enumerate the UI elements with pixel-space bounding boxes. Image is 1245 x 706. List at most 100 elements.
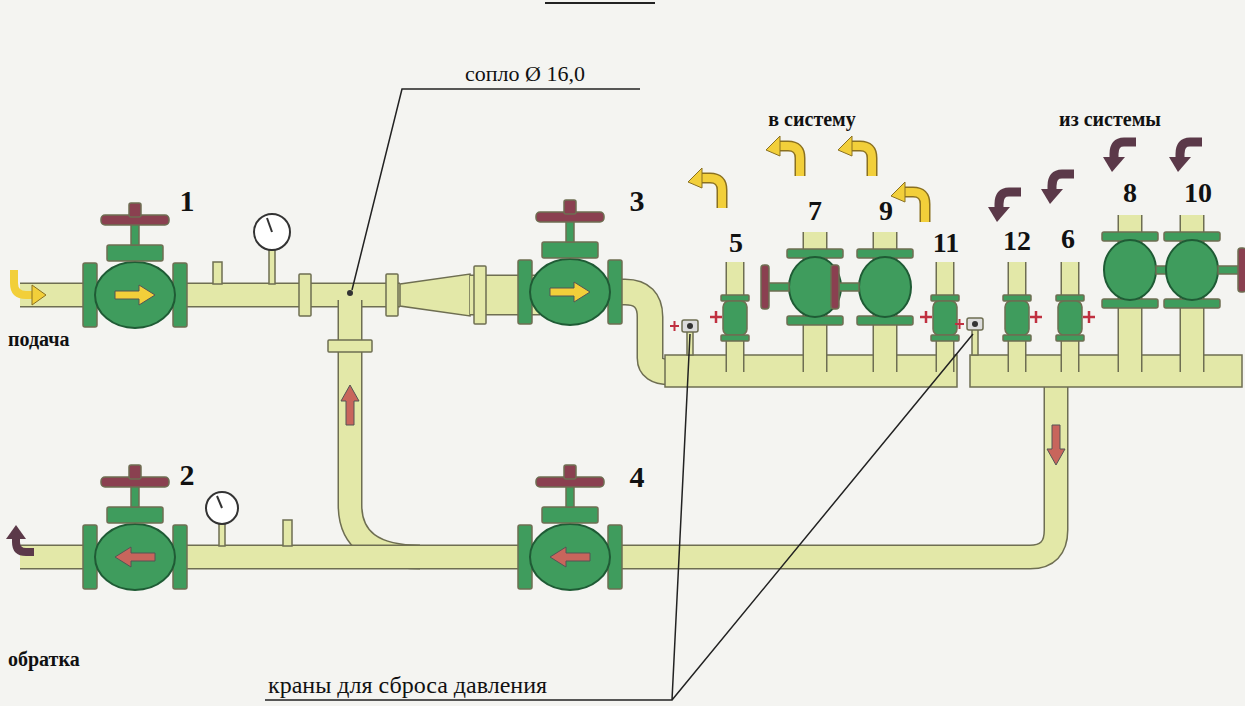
callout-number: 9: [879, 196, 893, 227]
pipe-outline: [350, 300, 420, 557]
flow-arrow: [1047, 425, 1065, 465]
flow-arrow: [702, 178, 722, 208]
release-cock: [967, 318, 983, 330]
flow-arrow: [550, 547, 590, 567]
valve-body: [933, 301, 957, 335]
reducer: [400, 274, 470, 316]
valve-bonnet: [542, 242, 598, 258]
valve-stem: [566, 220, 574, 242]
pipe: [350, 300, 420, 557]
valve-collar: [1003, 295, 1031, 301]
outlet-arrow: [16, 538, 34, 552]
leader-line: [265, 334, 973, 700]
test-stub: [213, 262, 222, 284]
valve-bonnet: [107, 507, 163, 523]
valve-collar: [1003, 335, 1031, 341]
valve-handle: [1083, 311, 1095, 323]
handwheel-knob: [129, 203, 141, 217]
valve-body: [1005, 301, 1029, 335]
nozzle-point: [347, 290, 353, 296]
callout-number: 10: [1184, 178, 1212, 209]
callout-number: 5: [729, 228, 743, 259]
pipe-flange: [386, 274, 398, 316]
callout-number: 1: [180, 184, 195, 217]
valve-stem: [566, 485, 574, 507]
flow-arrow-head: [988, 207, 1010, 222]
handwheel-knob: [564, 200, 576, 214]
callout-number: 2: [180, 458, 195, 491]
valve-body: [95, 524, 175, 590]
valve-collar: [1056, 295, 1084, 301]
flow-arrow-head: [838, 136, 852, 156]
flow-arrow-head: [1103, 157, 1125, 172]
valve-body: [1104, 240, 1156, 300]
valve-body: [1058, 301, 1082, 335]
release-cock-knob: [972, 321, 978, 327]
flow-label: из системы: [1059, 108, 1161, 130]
cock-handle: [670, 321, 679, 331]
release-cock-knob: [687, 323, 693, 329]
valve-body: [859, 257, 911, 317]
valve-body: [530, 524, 610, 590]
valve-body: [530, 259, 610, 325]
valve-body: [789, 257, 841, 317]
callout-number: 8: [1123, 178, 1137, 209]
flow-arrow: [780, 146, 800, 176]
callout-number: 3: [630, 184, 645, 217]
valve-handle: [1030, 311, 1042, 323]
inlet-arrow-head: [32, 285, 46, 305]
callout-number: 4: [630, 460, 645, 493]
flow-arrow-head: [891, 182, 905, 202]
release-cock: [682, 320, 698, 332]
handwheel: [831, 265, 839, 309]
outlet-arrow-head: [6, 525, 26, 539]
flow-label: обратка: [8, 648, 80, 670]
flow-arrow-outline: [702, 178, 722, 208]
handwheel-knob: [129, 465, 141, 479]
flow-arrow: [550, 282, 590, 302]
valve-collar: [721, 295, 749, 301]
gauge-stem: [269, 250, 275, 284]
leader-line: [352, 89, 640, 290]
flow-label: в систему: [768, 108, 855, 130]
flow-arrow: [1180, 142, 1202, 158]
valve-stem: [769, 283, 789, 291]
valve-body: [1166, 240, 1218, 300]
flow-arrow: [115, 285, 155, 305]
inlet-arrow: [14, 270, 32, 295]
flow-arrow: [999, 192, 1021, 208]
flow-arrow: [1052, 174, 1074, 190]
handwheel: [1238, 248, 1245, 292]
valve-stem: [1218, 266, 1238, 274]
pipe-flange: [299, 274, 311, 316]
valve-collar: [931, 295, 959, 301]
flow-arrow-head: [766, 136, 780, 156]
valve-collar: [721, 335, 749, 341]
dimension-label: сопло Ø 16,0: [465, 62, 585, 86]
valve-handle: [710, 311, 722, 323]
callout-number: 7: [808, 196, 822, 227]
valve-bonnet: [107, 245, 163, 261]
gauge-needle: [217, 496, 222, 508]
title-underline: [545, 2, 655, 4]
note-label: краны для сброса давления: [268, 672, 547, 698]
valve-stem: [131, 485, 139, 507]
handwheel-knob: [564, 465, 576, 479]
handwheel: [761, 265, 769, 309]
flow-arrow: [341, 385, 359, 425]
flow-arrow-outline: [852, 146, 872, 176]
valve-bonnet: [542, 507, 598, 523]
flow-arrow: [115, 547, 155, 567]
flow-label: подача: [8, 328, 70, 350]
flow-arrow-outline: [905, 192, 925, 222]
flow-arrow: [905, 192, 925, 222]
valve-collar: [931, 335, 959, 341]
pipe-flange: [328, 340, 372, 352]
pressure-gauge: [206, 492, 238, 524]
cock-handle: [955, 319, 964, 329]
valve-body: [95, 262, 175, 328]
callout-number: 6: [1061, 224, 1075, 255]
flow-arrow-outline: [780, 146, 800, 176]
